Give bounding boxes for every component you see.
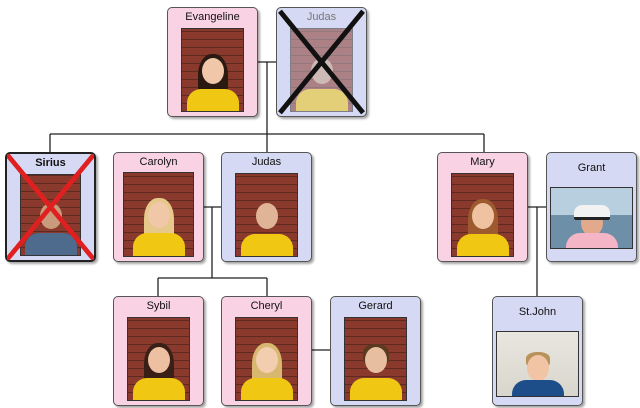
person-card-evangeline[interactable]: Evangeline [167,7,258,117]
person-name: Mary [470,156,495,168]
person-name: Sybil [146,300,171,312]
person-photo [290,28,353,112]
person-card-carolyn[interactable]: Carolyn [113,152,204,262]
person-name: Cheryl [250,300,283,312]
person-card-grant[interactable]: Grant [546,152,637,262]
person-name: St.John [518,306,557,318]
person-card-judas[interactable]: Judas [221,152,312,262]
person-photo [496,331,579,397]
person-card-stjohn[interactable]: St.John [492,296,583,406]
person-card-sirius[interactable]: Sirius [5,152,96,262]
person-photo [181,28,244,112]
person-name: Gerard [358,300,393,312]
person-photo [451,173,514,257]
person-name: Grant [577,162,606,174]
person-card-gerard[interactable]: Gerard [330,296,421,406]
person-card-cheryl[interactable]: Cheryl [221,296,312,406]
person-photo [127,317,190,401]
person-name: Evangeline [185,11,240,23]
person-name: Carolyn [139,156,178,168]
person-photo [123,172,194,257]
person-photo [344,317,407,401]
person-card-mary[interactable]: Mary [437,152,528,262]
person-name: Sirius [35,157,66,169]
person-photo [235,173,298,257]
person-card-judas-sr[interactable]: Judas [276,7,367,117]
person-name: Judas [251,156,282,168]
person-name: Judas [306,11,337,23]
person-photo [550,187,633,249]
person-photo [235,317,298,401]
person-photo [20,174,81,256]
person-card-sybil[interactable]: Sybil [113,296,204,406]
